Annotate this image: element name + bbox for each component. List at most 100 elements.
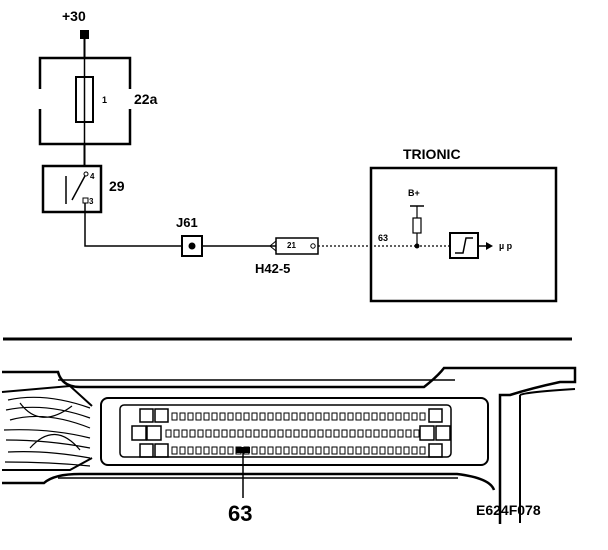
- connector-pin: [251, 412, 258, 421]
- output-arrow: [486, 242, 493, 250]
- ecu-bplus-label: B+: [408, 188, 420, 198]
- connector-pin: [181, 429, 188, 438]
- connector-pin: [331, 412, 338, 421]
- connector-pin: [261, 429, 268, 438]
- connector-pin: [307, 446, 314, 455]
- relay-pin-3: 3: [89, 197, 94, 206]
- connector-pin: [219, 446, 226, 455]
- connector-pin: [229, 429, 236, 438]
- connector-pin: [171, 446, 178, 455]
- connector-pin: [307, 412, 314, 421]
- connector-pin: [325, 429, 332, 438]
- connector-pin: [397, 429, 404, 438]
- connector-pin: [275, 446, 282, 455]
- connector-pin: [293, 429, 300, 438]
- connector-pin: [339, 446, 346, 455]
- pin-rows: [165, 412, 426, 455]
- connector-pin: [395, 446, 402, 455]
- connector-pin: [275, 412, 282, 421]
- fuse-pin-label: 1: [102, 95, 107, 105]
- connector-pin: [419, 412, 426, 421]
- connector-pin: [221, 429, 228, 438]
- connector-pin: [387, 446, 394, 455]
- connector-pin: [389, 429, 396, 438]
- connector-pin: [371, 412, 378, 421]
- connector-pin: [373, 429, 380, 438]
- pin-63-highlight: [236, 447, 250, 453]
- connector-pin: [323, 412, 330, 421]
- supply-terminal: [80, 30, 89, 39]
- connector-pin: [331, 446, 338, 455]
- connector-pin: [259, 412, 266, 421]
- fuse-label: 22a: [134, 91, 158, 107]
- connector-pin: [411, 446, 418, 455]
- connector-pin: [387, 412, 394, 421]
- connector-pin: [413, 429, 420, 438]
- pullup-resistor: [412, 217, 422, 234]
- connector-pin: [173, 429, 180, 438]
- connector-pin: [171, 412, 178, 421]
- ecu-title: TRIONIC: [403, 146, 461, 162]
- connector-pin: [411, 412, 418, 421]
- connector-pin: [355, 412, 362, 421]
- connector-pin: [355, 446, 362, 455]
- connector-pin: [347, 412, 354, 421]
- relay-label: 29: [109, 178, 125, 194]
- connector-pin: [363, 446, 370, 455]
- ecu-wire-number: 63: [378, 233, 388, 243]
- connector-pin: [187, 412, 194, 421]
- ecu-connector-drawing: [1, 366, 577, 524]
- connector-pin: [379, 412, 386, 421]
- connector-pin: [315, 446, 322, 455]
- connector-pin: [283, 446, 290, 455]
- connector-pin: [189, 429, 196, 438]
- relay-box: 4 3: [41, 164, 103, 214]
- connector-pin: [403, 412, 410, 421]
- connector-pin: [243, 412, 250, 421]
- connector-pin: [179, 412, 186, 421]
- figure-code: E624F078: [476, 502, 541, 518]
- connector-pin: [277, 429, 284, 438]
- connector-pin: [301, 429, 308, 438]
- connector-pin: [323, 446, 330, 455]
- connector-pin: [315, 412, 322, 421]
- connector-pin: [395, 412, 402, 421]
- connector-pin: [317, 429, 324, 438]
- connector-label: H42-5: [255, 261, 290, 276]
- connector-pin: [211, 412, 218, 421]
- connector-pin: [341, 429, 348, 438]
- connector-pin: [283, 412, 290, 421]
- supply-label: +30: [62, 8, 86, 24]
- ecu-output-label: µ p: [499, 241, 513, 251]
- connector-pin: [291, 446, 298, 455]
- connector-pin: [299, 446, 306, 455]
- connector-pin: [299, 412, 306, 421]
- connector-pin: [165, 429, 172, 438]
- pin-callout-label: 63: [228, 501, 252, 526]
- connector-pin: [179, 446, 186, 455]
- relay-pin-4: 4: [90, 172, 95, 181]
- connector-pin: [205, 429, 212, 438]
- connector-pin: [259, 446, 266, 455]
- connector-pin: [267, 446, 274, 455]
- connector-pin: [195, 446, 202, 455]
- connector-pin: [405, 429, 412, 438]
- connector-pin: [333, 429, 340, 438]
- connector-pin: [267, 412, 274, 421]
- connector-pin: [219, 412, 226, 421]
- connector-pin: [197, 429, 204, 438]
- connector-pin: [187, 446, 194, 455]
- connector-pin: [269, 429, 276, 438]
- connector-pin: [379, 446, 386, 455]
- connector-pin: [339, 412, 346, 421]
- connector-pin: [403, 446, 410, 455]
- connector-h42-5: 21: [269, 237, 319, 255]
- connector-pin: [363, 412, 370, 421]
- fuse-box: 1: [38, 56, 132, 146]
- relay-switch-contact: [71, 173, 87, 201]
- connector-pin: [381, 429, 388, 438]
- connector-pin: [237, 429, 244, 438]
- connector-pin: [203, 446, 210, 455]
- connector-pin: [253, 429, 260, 438]
